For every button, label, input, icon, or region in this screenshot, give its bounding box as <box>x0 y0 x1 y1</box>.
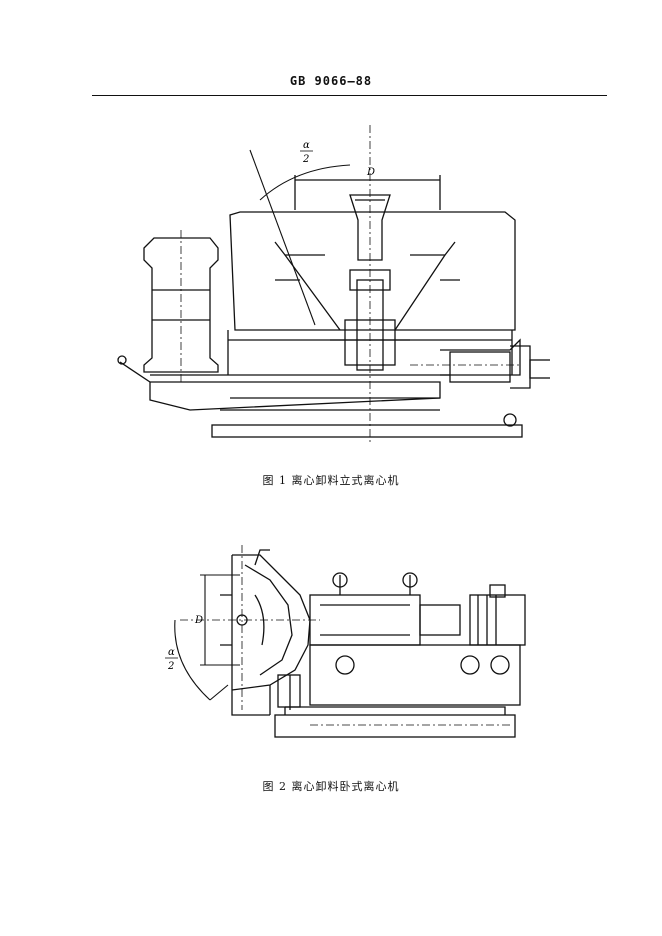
page-header-standard-code: GB 9066—88 <box>289 74 373 88</box>
figure-1-alpha-label: α <box>303 140 310 151</box>
figure-1-two-label: 2 <box>302 154 309 165</box>
figure-2-horizontal-centrifuge-drawing: D α 2 <box>165 545 526 738</box>
figure-2-D-label: D <box>194 615 203 626</box>
figure-2-two-label: 2 <box>167 661 174 672</box>
figure-2-alpha-label: α <box>168 647 175 658</box>
figure-1-D-label: D <box>366 167 375 178</box>
figure-1-caption: 图 1 离心卸料立式离心机 <box>262 474 400 487</box>
figure-2-caption: 图 2 离心卸料卧式离心机 <box>262 780 400 793</box>
figure-1-vertical-centrifuge-drawing: α 2 D <box>117 125 550 445</box>
header-rule <box>92 95 607 96</box>
